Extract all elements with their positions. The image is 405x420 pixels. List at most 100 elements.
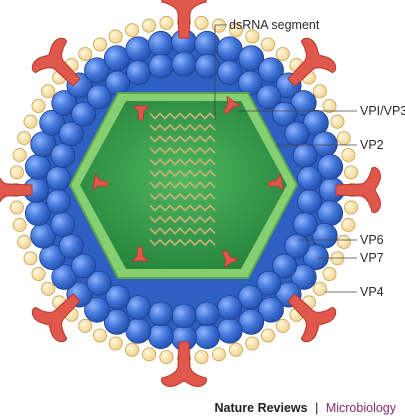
credit-line: Nature Reviews | Microbiology [215,401,397,415]
vp6-bead [216,317,243,344]
vp6-bead [147,323,174,350]
vp6-bead [302,244,329,271]
vp7-bead [78,47,93,62]
vp7-bead [194,15,209,30]
dsrna-helix [149,216,216,223]
vp7-bead [12,148,27,163]
polymerase-complex-icon [221,249,239,269]
dsrna-helix [149,124,216,131]
vp6-bead [46,165,71,191]
vp7-bead [275,318,290,333]
dsrna-helix [149,135,216,143]
vp6-bead [256,270,282,296]
vp4-spike-body [31,293,81,343]
vp6-bead [284,121,310,147]
dsrna-helix [149,181,216,189]
vp7-bead [142,18,157,33]
vp7-bead [344,165,359,180]
vp7-bead [108,29,123,44]
vp6-bead [194,323,221,350]
vp4-spike-body [161,341,207,387]
vp7-bead [228,342,243,357]
vp6-bead [86,84,112,110]
credit-separator: | [315,401,318,415]
vp6-bead [272,253,297,279]
vp7-bead [322,99,337,114]
credit-journal: Nature Reviews [215,401,308,415]
vp7-bead [93,328,108,343]
dsrna-helix [149,147,216,154]
vp4-spike-body [0,167,33,213]
vp7-bead [93,37,108,52]
vp6-bead [171,51,197,77]
vp6-bead [292,143,318,168]
vp6-bead [46,189,71,215]
vp7-bead [41,281,56,296]
vp1-vp3-complexes [92,95,284,269]
polymerase-complex-icon [92,173,109,191]
dsrna-helix [149,227,216,235]
vp7-bead [211,347,226,362]
vp7-bead [336,234,351,249]
polymerase-complex-icon [223,95,242,115]
vp7-bead [260,328,275,343]
vp6-bead [84,57,110,84]
polymerase-complex-icon [131,246,149,262]
vp6-bead [194,301,220,327]
vp7-bead [275,47,290,62]
vp6-bead [84,296,110,323]
complex-shape [131,246,149,262]
vp7-bead [245,336,260,351]
leader-dsrna [214,24,227,120]
vp4-spike-body [31,37,81,87]
label-vp1-vp3: VPI/VP3 [360,104,405,118]
labels: dsRNA segment VPI/VP3 VP2 VP6 VP7 VP4 [229,18,405,299]
vp4-spike-body [161,0,207,39]
vp7-bead [194,350,209,365]
vp7-bead [78,318,93,333]
vp6-bead [58,121,84,147]
vp6-bead [217,60,242,85]
vp6-bead [147,30,174,57]
vp6-bead [217,295,242,320]
dsrna-helix [149,158,216,166]
leader-lines [214,24,357,293]
vp6-bead [50,212,76,237]
vp7-bead [260,37,275,52]
complex-shape [223,95,242,115]
vp6-bead [256,84,282,110]
spike-icon [161,341,207,387]
complex-shape [267,173,284,191]
spike-icon [287,37,337,87]
vp6-bead [51,264,78,290]
dsrna-helix [149,193,216,200]
polymerase-complex-icon [267,173,284,191]
dsrna-helix [149,204,216,212]
vp7-bead [312,281,327,296]
vp6-bead [71,101,96,127]
vp7-bead [330,114,345,129]
vp7-bead [245,29,260,44]
vp7-bead [159,350,174,365]
vp7-bead [12,217,27,232]
vp6-bead [272,101,297,127]
spike-icon [0,167,33,213]
vp7-bead [341,217,356,232]
complex-shape [221,249,239,269]
vp6-bead [126,295,151,320]
vp6-bead [50,143,76,168]
vp4-spike-body [287,37,337,87]
label-vp2: VP2 [360,138,384,152]
vp7-bead [211,18,226,33]
vp7-bead [23,114,38,129]
vp6-bead [292,212,318,237]
vp6-bead [258,57,284,84]
polymerase-complex-icon [132,105,150,121]
vp7-bead [125,23,140,38]
vp7-bead [41,84,56,99]
vp6-bead [258,296,284,323]
vp7-bead [142,347,157,362]
label-vp7: VP7 [360,251,384,265]
spike-icon [161,0,207,39]
vp7-bead [344,200,359,215]
